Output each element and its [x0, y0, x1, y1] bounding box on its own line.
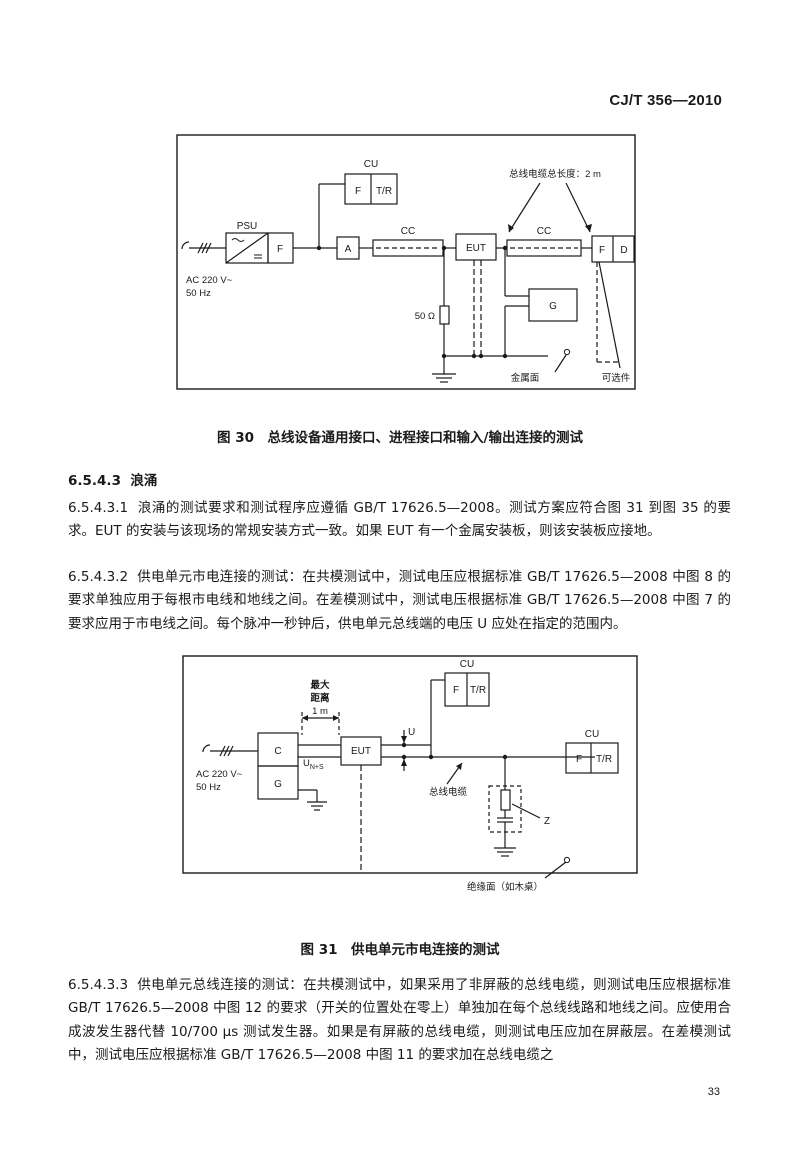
fig31-bus-cable-label: 总线电缆 — [429, 786, 468, 798]
fig30-psu-label: PSU — [237, 221, 258, 232]
fig30-eut-label: EUT — [466, 243, 486, 254]
paragraph-text: 供电单元市电连接的测试：在共模测试中，测试电压应根据标准 GB/T 17626.… — [68, 569, 731, 632]
paragraph-text: 供电单元总线连接的测试：在共模测试中，如果采用了非屏蔽的总线电缆，则测试电压应根… — [68, 977, 731, 1063]
paragraph-number: 6.5.4.3.1 — [68, 500, 129, 516]
fig30-cc1-label: CC — [401, 226, 415, 237]
fig30-cc2-label: CC — [537, 226, 551, 237]
fig30-g-label: G — [549, 301, 557, 312]
section-heading-number: 6.5.4.3 — [68, 473, 121, 489]
fig30-metal-plane-label: 金属面 — [511, 372, 540, 384]
fig31-insulating-plane-label: 绝缘面（如木桌） — [467, 881, 543, 893]
fig31-tr-right-label: T/R — [596, 754, 612, 765]
section-heading: 6.5.4.3 浪涌 — [68, 469, 157, 489]
fig30-cable-length-label: 总线电缆总长度：2 m — [509, 168, 601, 180]
fig30-d-label: D — [620, 245, 627, 256]
paragraph-6-5-4-3-1: 6.5.4.3.1 浪涌的测试要求和测试程序应遵循 GB/T 17626.5—2… — [68, 497, 731, 544]
paragraph-text: 浪涌的测试要求和测试程序应遵循 GB/T 17626.5—2008。测试方案应符… — [68, 500, 731, 540]
fig30-optional-label: 可选件 — [602, 372, 631, 384]
fig31-cu-right-label: CU — [585, 729, 599, 740]
paragraph-6-5-4-3-3: 6.5.4.3.3 供电单元总线连接的测试：在共模测试中，如果采用了非屏蔽的总线… — [68, 974, 731, 1067]
fig31-f-right-label: F — [576, 754, 582, 765]
fig30-ac-line2: 50 Hz — [186, 288, 211, 299]
paragraph-number: 6.5.4.3.2 — [68, 569, 129, 585]
standard-number: CJ/T 356—2010 — [609, 92, 722, 109]
fig30-tr-label: T/R — [376, 186, 392, 197]
paragraph-6-5-4-3-2: 6.5.4.3.2 供电单元市电连接的测试：在共模测试中，测试电压应根据标准 G… — [68, 566, 731, 636]
fig31-eut-label: EUT — [351, 746, 371, 757]
fig31-max-distance-line3: 1 m — [312, 706, 328, 717]
figure-30-caption: 图 30 总线设备通用接口、进程接口和输入/输出连接的测试 — [217, 430, 583, 446]
fig30-f-label: F — [355, 186, 361, 197]
figure-30-diagram: CU F T/R PSU F A CC EUT CC F D G AC 220 … — [176, 134, 636, 390]
fig31-f-top-label: F — [453, 685, 459, 696]
fig31-u-label: U — [408, 727, 415, 738]
fig31-cu-top-label: CU — [460, 659, 474, 670]
paragraph-number: 6.5.4.3.3 — [68, 977, 129, 993]
fig30-ac-line1: AC 220 V~ — [186, 275, 233, 286]
fig31-uns-label: UN+S — [303, 758, 324, 771]
fig30-f2-label: F — [599, 245, 605, 256]
fig31-max-distance-line2: 距离 — [310, 692, 330, 704]
section-heading-text: 浪涌 — [130, 473, 158, 489]
figure-31-caption: 图 31 供电单元市电连接的测试 — [300, 942, 500, 958]
page-number: 33 — [707, 1086, 720, 1098]
fig31-max-distance-line1: 最大 — [310, 679, 330, 691]
fig30-psu-f-label: F — [277, 244, 283, 255]
fig31-ac-line2: 50 Hz — [196, 782, 221, 793]
fig30-cu-label: CU — [364, 159, 378, 170]
fig31-c-label: C — [274, 746, 281, 757]
fig31-z-label: Z — [544, 816, 550, 827]
fig30-a-label: A — [345, 244, 352, 255]
fig31-ac-line1: AC 220 V~ — [196, 769, 243, 780]
fig31-g-label: G — [274, 779, 282, 790]
fig31-tr-top-label: T/R — [470, 685, 486, 696]
fig30-resistor-label: 50 Ω — [415, 311, 435, 322]
